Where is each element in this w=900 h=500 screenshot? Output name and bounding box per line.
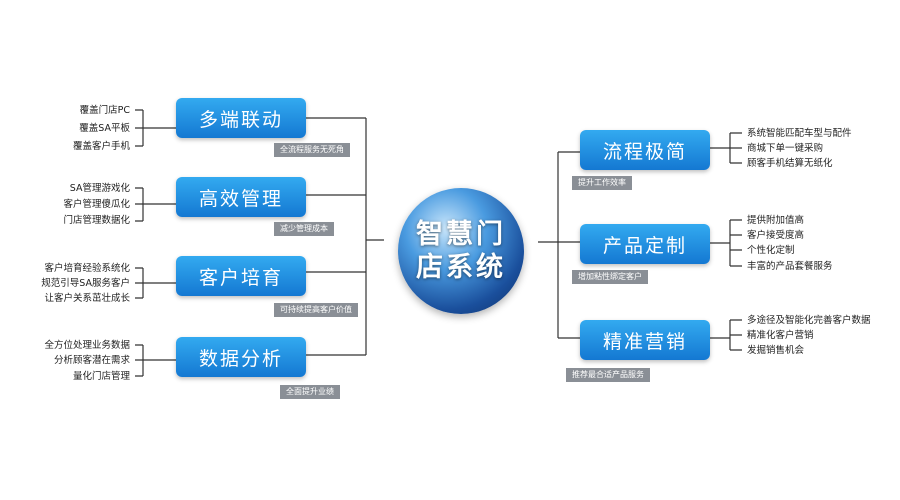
branch-tag-customer-nurturing: 可持续提高客户价值 bbox=[274, 303, 358, 317]
leaf-item: 让客户关系茁壮成长 bbox=[44, 293, 130, 304]
leaf-item: 覆盖SA平板 bbox=[79, 123, 130, 134]
leaf-item: 商城下单一键采购 bbox=[747, 143, 824, 154]
branch-box-multi-terminal: 多端联动 bbox=[176, 98, 306, 138]
branch-tag-efficient-management: 减少管理成本 bbox=[274, 222, 334, 236]
leaf-item: 量化门店管理 bbox=[72, 371, 130, 382]
globe-icon bbox=[398, 188, 524, 314]
leaf-item: 全方位处理业务数据 bbox=[44, 340, 130, 351]
branch-box-data-analysis: 数据分析 bbox=[176, 337, 306, 377]
leaf-item: SA管理游戏化 bbox=[69, 183, 130, 194]
leaf-item: 个性化定制 bbox=[747, 245, 795, 256]
branch-tag-simplified-process: 提升工作效率 bbox=[572, 176, 632, 190]
branch-box-product-customization: 产品定制 bbox=[580, 224, 710, 264]
leaf-item: 提供附加值高 bbox=[747, 215, 805, 226]
leaf-item: 精准化客户营销 bbox=[747, 330, 814, 341]
leaf-item: 丰富的产品套餐服务 bbox=[747, 261, 833, 272]
leaf-item: 顾客手机结算无纸化 bbox=[747, 158, 833, 169]
leaf-item: 发掘销售机会 bbox=[747, 345, 805, 356]
leaf-item: 客户管理傻瓜化 bbox=[63, 199, 130, 210]
leaf-item: 客户接受度高 bbox=[747, 230, 805, 241]
leaf-item: 分析顾客潜在需求 bbox=[53, 355, 130, 366]
center-title-line2: 店系统 bbox=[416, 252, 506, 283]
branch-box-simplified-process: 流程极简 bbox=[580, 130, 710, 170]
center-title: 智慧门 店系统 bbox=[402, 218, 520, 284]
leaf-item: 覆盖客户手机 bbox=[72, 141, 130, 152]
branch-box-customer-nurturing: 客户培育 bbox=[176, 256, 306, 296]
branch-box-precision-marketing: 精准营销 bbox=[580, 320, 710, 360]
leaf-item: 多途径及智能化完善客户数据 bbox=[747, 315, 871, 326]
center-title-line1: 智慧门 bbox=[416, 219, 506, 250]
leaf-item: 规范引导SA服务客户 bbox=[41, 278, 130, 289]
leaf-item: 客户培育经验系统化 bbox=[44, 263, 130, 274]
branch-tag-data-analysis: 全面提升业绩 bbox=[280, 385, 340, 399]
leaf-item: 门店管理数据化 bbox=[63, 215, 130, 226]
leaf-item: 系统智能匹配车型与配件 bbox=[747, 128, 852, 139]
branch-tag-product-customization: 增加粘性绑定客户 bbox=[572, 270, 648, 284]
branch-tag-precision-marketing: 推荐最合适产品服务 bbox=[566, 368, 650, 382]
branch-box-efficient-management: 高效管理 bbox=[176, 177, 306, 217]
branch-tag-multi-terminal: 全流程服务无死角 bbox=[274, 143, 350, 157]
leaf-item: 覆盖门店PC bbox=[79, 105, 130, 116]
